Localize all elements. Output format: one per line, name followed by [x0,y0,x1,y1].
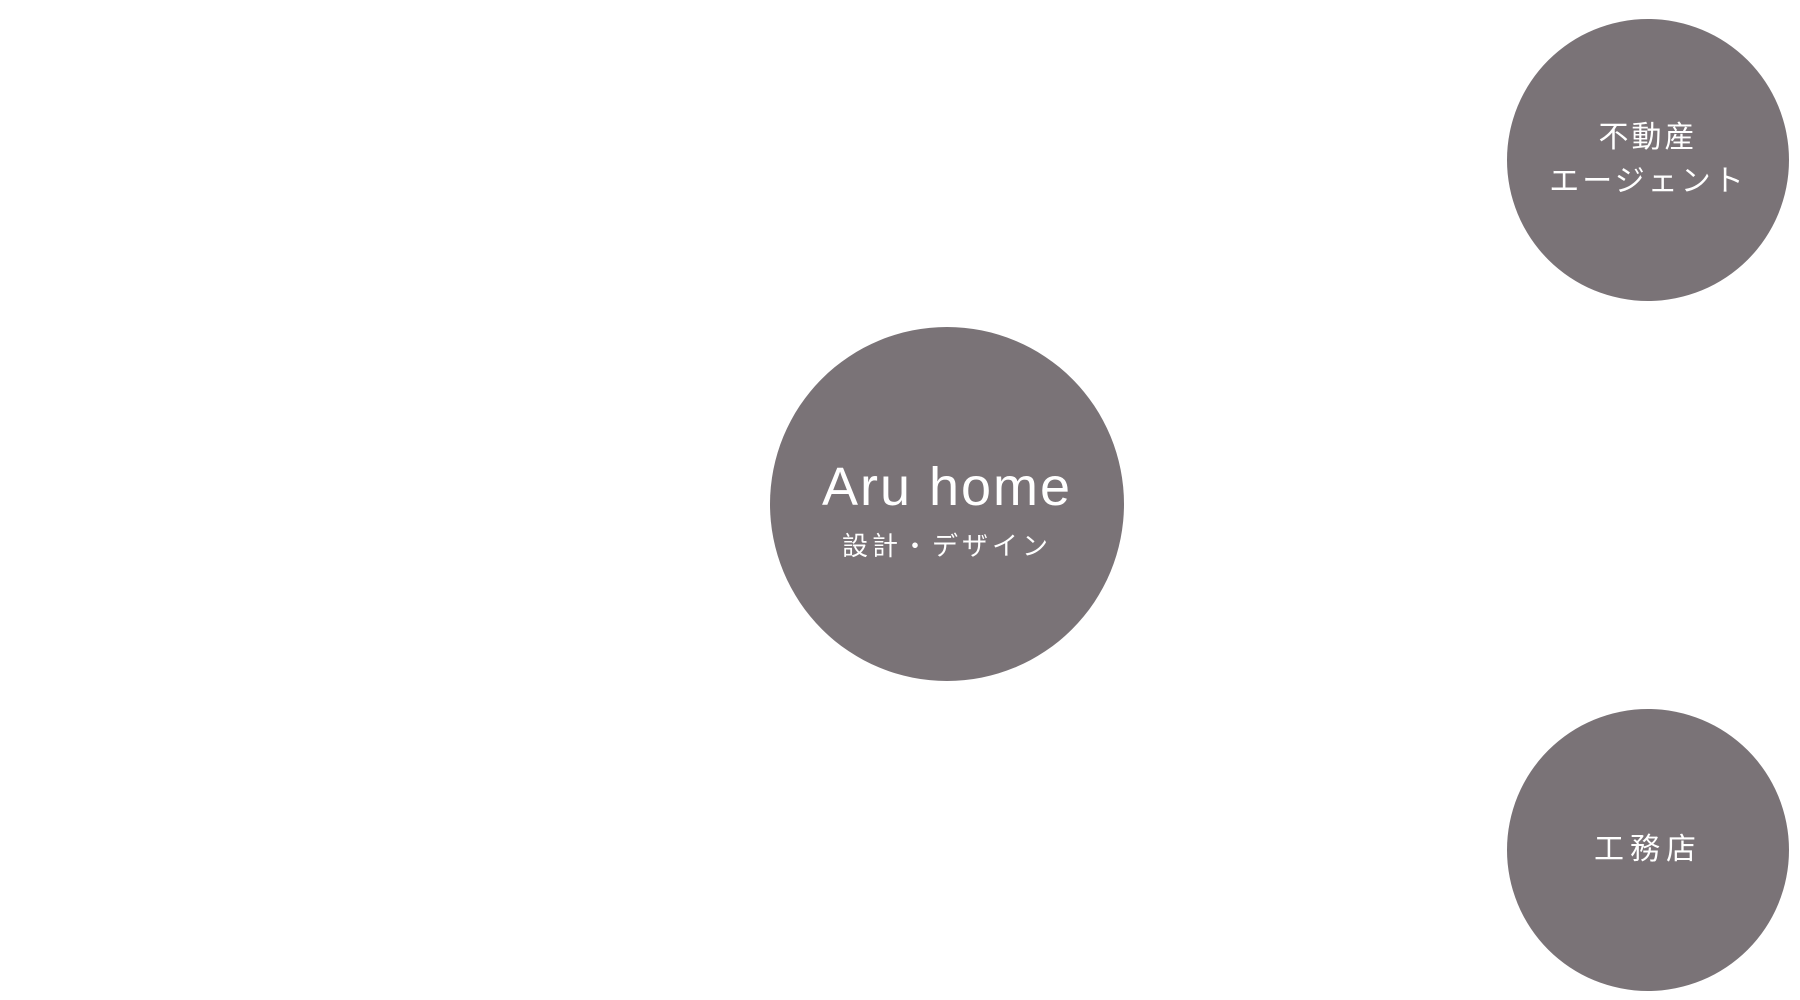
brand-subtitle: 設計・デザイン [841,532,1052,562]
aru-home-circle: Aru home 設計・デザイン [770,327,1124,681]
builder-circle: 工務店 [1507,709,1789,991]
agent-label-line2: エージェント [1549,164,1747,199]
brand-name: Aru home [821,457,1073,517]
real-estate-agent-circle: 不動産 エージェント [1507,19,1789,301]
builder-label: 工務店 [1594,832,1702,867]
agent-label-line1: 不動産 [1598,120,1698,155]
